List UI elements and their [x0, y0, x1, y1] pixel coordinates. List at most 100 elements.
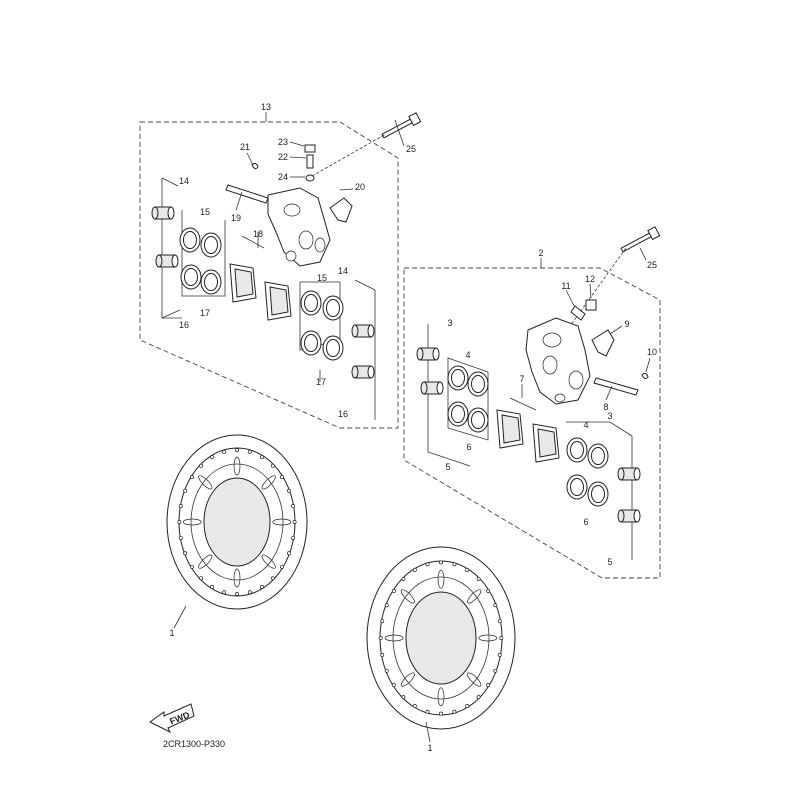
disc-vent-hole	[384, 668, 389, 673]
piston	[155, 254, 179, 268]
bleeder-cap	[585, 299, 597, 311]
bleeder-screw	[570, 305, 586, 321]
disc-vent-hole	[378, 636, 383, 640]
callout-18: 18	[253, 229, 263, 239]
callout-17a: 17	[200, 308, 210, 318]
washer	[305, 174, 315, 182]
disc-vent-hole	[260, 455, 264, 460]
disc-carrier-slot	[467, 672, 482, 687]
disc-carrier-slot	[198, 475, 213, 490]
disc-vent-hole	[497, 619, 502, 624]
dust-seal	[587, 481, 609, 507]
disc-carrier-slot	[478, 634, 498, 642]
disc-vent-hole	[439, 560, 443, 565]
disc-vent-hole	[222, 590, 227, 595]
piston-seal	[180, 264, 202, 290]
dust-seal	[467, 407, 489, 433]
disc-vent-hole	[486, 683, 491, 688]
assembly-boundary	[139, 121, 399, 429]
callout-8: 8	[603, 402, 608, 412]
piston-seal	[566, 437, 588, 463]
piston	[617, 467, 641, 481]
callout-22: 22	[278, 152, 288, 162]
disc-vent-hole	[439, 711, 443, 716]
brake-disc: 1	[166, 434, 308, 638]
brake-pad	[229, 263, 257, 303]
disc-vent-hole	[476, 576, 481, 581]
disc-vent-hole	[183, 488, 188, 493]
fwd-arrow-icon: FWD	[149, 703, 195, 734]
disc-vent-hole	[452, 709, 457, 714]
disc-vent-hole	[260, 584, 264, 589]
disc-vent-hole	[292, 520, 297, 524]
disc-carrier-slot	[272, 518, 292, 526]
caliper-body	[267, 187, 331, 267]
brake-pad	[264, 281, 292, 321]
disc-vent-hole	[497, 652, 502, 657]
disc-carrier-slot	[437, 569, 445, 589]
bleeder-screw	[306, 154, 314, 169]
piston	[416, 347, 440, 361]
piston-seal	[566, 474, 588, 500]
disc-carrier-slot	[384, 634, 404, 642]
callout-3b: 3	[607, 411, 612, 421]
callout-6a: 6	[466, 442, 471, 452]
callout-17b: 17	[316, 377, 326, 387]
disc-carrier-slot	[233, 568, 241, 588]
callout-20: 20	[355, 182, 365, 192]
piston-seal	[300, 290, 322, 316]
clip	[641, 372, 649, 380]
disc-vent-hole	[270, 576, 275, 581]
disc-carrier-slot	[467, 589, 482, 604]
disc-carrier-slot	[261, 554, 276, 569]
callout-16a: 16	[179, 320, 189, 330]
disc-vent-hole	[465, 567, 470, 572]
callout-24: 24	[278, 172, 288, 182]
disc-vent-hole	[384, 603, 389, 608]
piston-seal	[447, 365, 469, 391]
disc-vent-hole	[476, 695, 481, 700]
disc-vent-hole	[412, 704, 417, 709]
pad-pin	[225, 184, 269, 204]
diagram-code: 2CR1300-P330	[163, 739, 225, 749]
disc-vent-hole	[177, 520, 182, 524]
disc-carrier-slot	[233, 456, 241, 476]
disc-carrier-slot	[198, 554, 213, 569]
pad-spring	[329, 197, 353, 223]
disc-vent-hole	[391, 588, 396, 593]
callout-3a: 3	[447, 318, 452, 328]
disc-vent-hole	[452, 562, 457, 567]
pad-pin	[593, 377, 639, 396]
disc-vent-hole	[425, 709, 430, 714]
disc-vent-hole	[280, 475, 284, 480]
callout-12: 12	[585, 274, 595, 284]
callout-14a: 14	[179, 176, 189, 186]
disc-vent-hole	[178, 504, 183, 508]
caliper-assembly-13: 13 23 22 24 21 19 20	[139, 102, 422, 429]
piston-seal	[447, 401, 469, 427]
callout-1: 1	[427, 743, 432, 753]
bleeder-cap	[304, 144, 316, 153]
disc-vent-hole	[286, 551, 291, 556]
callout-7: 7	[519, 374, 524, 384]
piston	[151, 206, 175, 220]
disc-vent-hole	[291, 536, 296, 540]
pad-spring	[591, 329, 615, 357]
callout-5b: 5	[607, 557, 612, 567]
disc-vent-hole	[499, 636, 504, 640]
callout-2: 2	[538, 248, 543, 258]
disc-vent-hole	[401, 576, 406, 581]
brake-pad	[496, 409, 524, 449]
disc-vent-hole	[486, 588, 491, 593]
callout-5a: 5	[445, 462, 450, 472]
disc-vent-hole	[190, 564, 194, 569]
assembly-boundary	[403, 267, 661, 579]
piston	[351, 324, 375, 338]
callout-25: 25	[406, 144, 416, 154]
callout-9: 9	[624, 319, 629, 329]
fwd-label: FWD	[168, 709, 191, 726]
disc-vent-hole	[235, 592, 239, 596]
callout-14b: 14	[338, 266, 348, 276]
dust-seal	[200, 232, 222, 258]
disc-vent-hole	[380, 619, 385, 624]
